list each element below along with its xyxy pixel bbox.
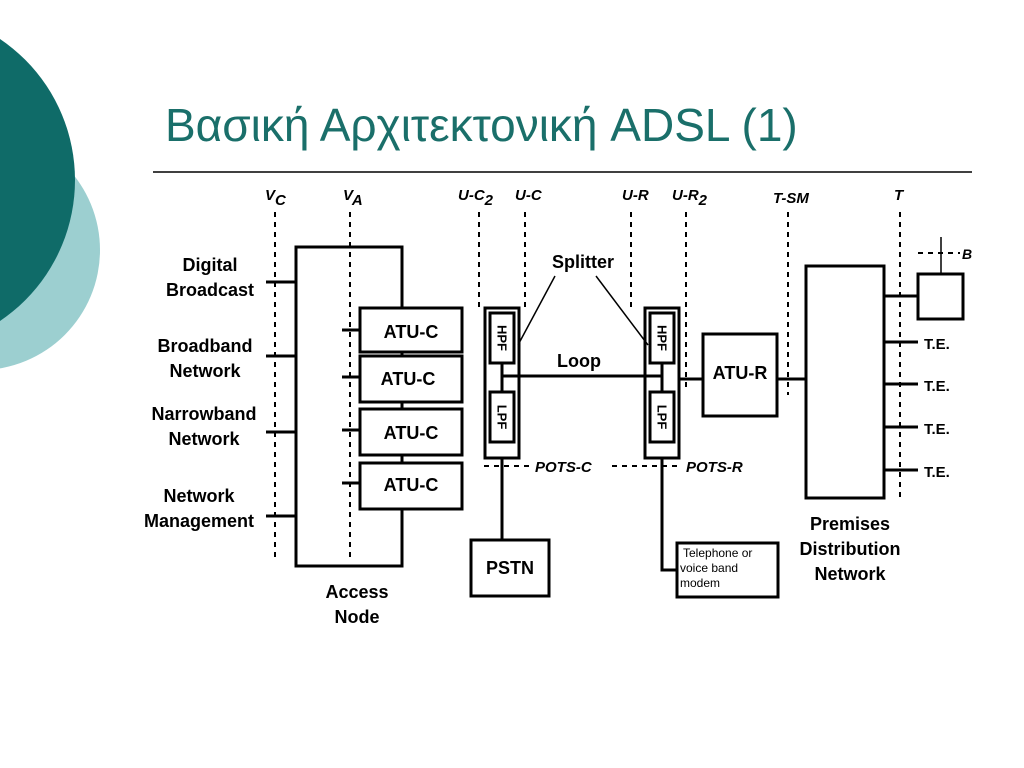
ref-b: B [962, 246, 972, 262]
atu-c-box [358, 306, 464, 354]
hpf-c-label: HPF [495, 325, 510, 351]
splitter-label: Splitter [552, 252, 614, 272]
ref-va: VA [343, 187, 363, 209]
pots-c-label: POTS-C [535, 459, 593, 476]
loop-label-bg [552, 346, 606, 372]
pstn-label: PSTN [486, 558, 534, 578]
pstn-box [469, 538, 551, 598]
pots-r-label: POTS-R [686, 459, 743, 476]
splitter-pointer-r [595, 275, 649, 346]
atu-c-box [358, 461, 464, 511]
ref-uc2: U-C2 [458, 187, 494, 209]
b-interface-box [916, 272, 965, 321]
telephone-box [675, 541, 780, 599]
te-label: T.E. [924, 378, 950, 395]
loop-label: Loop [557, 351, 601, 371]
lpf-c-box [488, 390, 516, 444]
atu-c-label: ATU-C [381, 369, 436, 389]
atu-c-label: ATU-C [384, 475, 439, 495]
hpf-r-label: HPF [655, 325, 670, 351]
atu-c-label: ATU-C [384, 322, 439, 342]
ref-t: T [894, 187, 905, 204]
atu-r-label: ATU-R [713, 363, 768, 383]
atu-c-box [358, 407, 464, 457]
te-label: T.E. [924, 464, 950, 481]
slide-title: Βασική Αρχιτεκτονική ADSL (1) [165, 99, 798, 151]
premises-box [804, 264, 886, 500]
access-node-frame [294, 245, 404, 568]
ref-uc: U-C [515, 187, 543, 204]
dark-teal-circle [0, 39, 75, 321]
ref-tsm: T-SM [773, 190, 809, 207]
atu-c-label: ATU-C [384, 423, 439, 443]
ref-vc: VC [265, 187, 287, 209]
splitter-pointer-c [517, 275, 556, 346]
lpf-c-label: LPF [495, 405, 510, 430]
ref-ur2: U-R2 [672, 187, 708, 209]
atu-c-box [358, 354, 464, 404]
ref-ur: U-R [622, 187, 649, 204]
telephone-link [660, 458, 677, 572]
te-label: T.E. [924, 421, 950, 438]
te-label: T.E. [924, 336, 950, 353]
atu-r-box [701, 332, 779, 418]
lpf-r-label: LPF [655, 405, 670, 430]
